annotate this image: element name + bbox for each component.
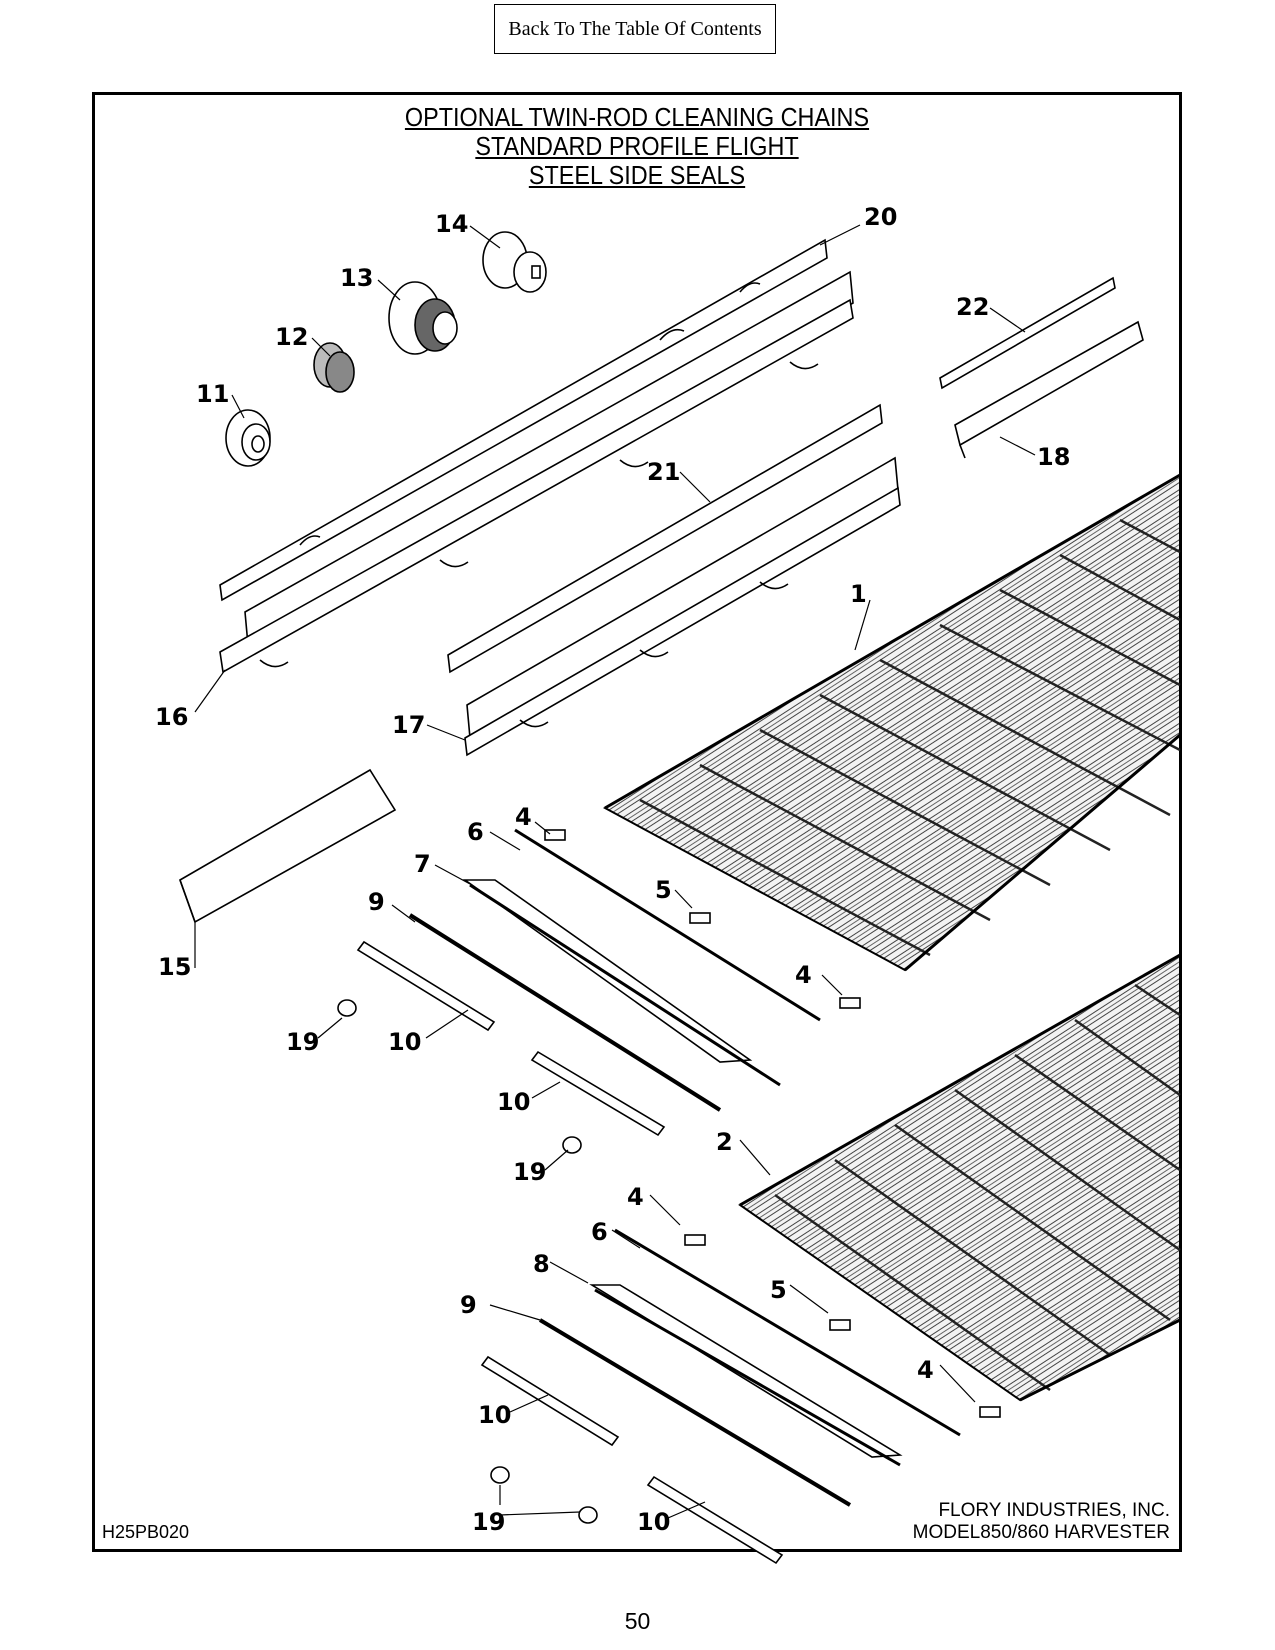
callout-8: 8 [533, 1250, 550, 1278]
side-seal-21 [447, 403, 883, 674]
title-block: FLORY INDUSTRIES, INC. MODEL850/860 HARV… [880, 1500, 1170, 1544]
model-name: MODEL850/860 HARVESTER [912, 1522, 1170, 1543]
side-seal-22 [939, 276, 1116, 390]
callout-4-d: 4 [917, 1356, 934, 1384]
back-to-toc-link[interactable]: Back To The Table Of Contents [494, 4, 776, 54]
link-4-d [979, 1406, 1001, 1418]
title-line-1: OPTIONAL TWIN-ROD CLEANING CHAINS [404, 102, 870, 132]
diagram-title: OPTIONAL TWIN-ROD CLEANING CHAINS STANDA… [147, 103, 1128, 190]
callout-5-a: 5 [655, 876, 672, 904]
callout-21: 21 [647, 458, 680, 486]
link-4-c [684, 1234, 706, 1246]
rod-9-lower [538, 1318, 852, 1507]
rod-9-upper [408, 913, 722, 1112]
callout-18: 18 [1037, 443, 1070, 471]
idler-11 [225, 409, 271, 467]
callout-14: 14 [435, 210, 468, 238]
flight-8 [589, 1284, 903, 1467]
callout-11: 11 [196, 380, 229, 408]
callout-15: 15 [158, 953, 191, 981]
callout-20: 20 [864, 203, 897, 231]
callout-6-b: 6 [591, 1218, 608, 1246]
callout-6-a: 6 [467, 818, 484, 846]
callout-10-b: 10 [497, 1088, 530, 1116]
callout-9-a: 9 [368, 888, 385, 916]
link-4-a [544, 829, 566, 841]
page-number: 50 [624, 1608, 651, 1634]
title-line-2: STANDARD PROFILE FLIGHT [475, 131, 799, 161]
rod-6-upper [514, 828, 821, 1022]
hub-14 [482, 231, 547, 293]
cleaning-chain-2 [738, 953, 1181, 1402]
tube-10-b [530, 1050, 666, 1137]
callout-12: 12 [275, 323, 308, 351]
company-name: FLORY INDUSTRIES, INC. [938, 1500, 1170, 1521]
side-seal-17 [464, 456, 901, 757]
diagram-frame [92, 92, 1182, 1552]
title-line-3: STEEL SIDE SEALS [528, 160, 746, 190]
callout-4-c: 4 [627, 1183, 644, 1211]
callout-9-b: 9 [460, 1291, 477, 1319]
callout-19-b: 19 [513, 1158, 546, 1186]
rod-6-lower [614, 1228, 961, 1437]
callout-2: 2 [716, 1128, 733, 1156]
link-5-a [689, 912, 711, 924]
callout-7: 7 [414, 850, 431, 878]
bushing-19-a [337, 999, 357, 1017]
callout-5-b: 5 [770, 1276, 787, 1304]
callout-17: 17 [392, 711, 425, 739]
callout-4-a: 4 [515, 803, 532, 831]
callout-labels: 20 14 13 12 11 22 18 21 1 16 17 4 6 7 5 … [155, 203, 1070, 1536]
callout-10-c: 10 [478, 1401, 511, 1429]
bushing-19-d [578, 1506, 598, 1524]
sprocket-13 [388, 281, 458, 355]
side-seal-20 [219, 238, 828, 602]
tube-10-a [356, 940, 496, 1032]
flight-7 [462, 879, 781, 1087]
cleaning-chain-1 [602, 473, 1181, 972]
flange-15 [179, 768, 397, 924]
side-seal-18 [954, 320, 1144, 459]
link-5-b [829, 1319, 851, 1331]
link-4-b [839, 997, 861, 1009]
bushing-19-b [562, 1136, 582, 1154]
drawing-id: H25PB020 [102, 1522, 190, 1542]
tube-10-d [646, 1475, 784, 1565]
callout-4-b: 4 [795, 961, 812, 989]
callout-16: 16 [155, 703, 188, 731]
bushing-19-c [490, 1466, 510, 1484]
leader-lines [194, 224, 1036, 1519]
callout-13: 13 [340, 264, 373, 292]
callout-10-a: 10 [388, 1028, 421, 1056]
callout-10-d: 10 [637, 1508, 670, 1536]
side-seal-16 [219, 270, 854, 674]
callout-19-a: 19 [286, 1028, 319, 1056]
callout-22: 22 [956, 293, 989, 321]
tube-10-c [480, 1355, 620, 1447]
callout-19-c: 19 [472, 1508, 505, 1536]
callout-1: 1 [850, 580, 867, 608]
bushing-12 [313, 342, 355, 393]
